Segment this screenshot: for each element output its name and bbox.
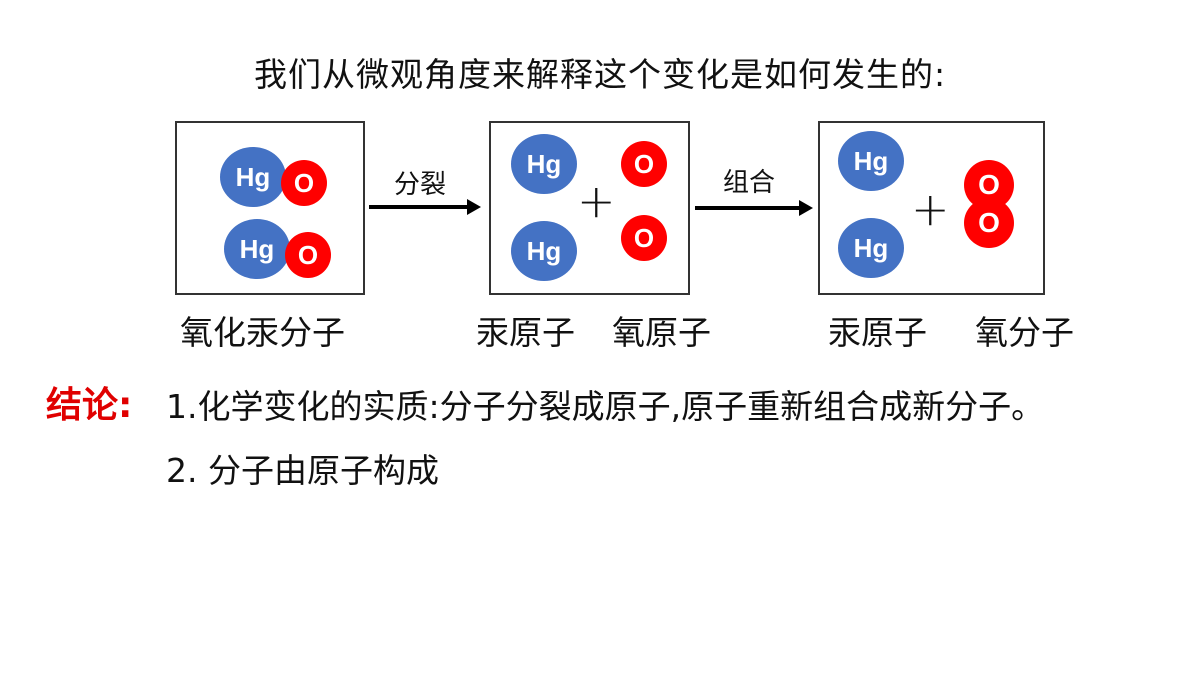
- hg-atom: Hg: [224, 219, 290, 279]
- hg-atom: Hg: [511, 221, 577, 281]
- hg-atom: Hg: [220, 147, 286, 207]
- arrow-split: [369, 199, 481, 215]
- conclusion-heading: 结论:: [46, 385, 133, 426]
- box-separated-atoms: Hg Hg + O O: [489, 121, 690, 295]
- label-mercury-atom: 汞原子: [828, 313, 927, 352]
- conclusion-point-2: 2. 分子由原子构成: [166, 451, 439, 490]
- arrow-label-combine: 组合: [723, 168, 776, 198]
- conclusion-point-1: 1.化学变化的实质:分子分裂成原子,原子重新组合成新分子。: [166, 387, 1045, 426]
- arrow-label-split: 分裂: [394, 170, 447, 200]
- plus-sign: +: [911, 182, 950, 236]
- o-atom: O: [621, 141, 667, 187]
- hg-atom: Hg: [838, 218, 904, 278]
- label-mercury-atom: 汞原子: [476, 313, 575, 352]
- o-atom: O: [964, 198, 1014, 248]
- label-mercury-oxide-molecule: 氧化汞分子: [180, 313, 345, 352]
- box-products: Hg Hg + O O: [818, 121, 1045, 295]
- hg-atom: Hg: [511, 134, 577, 194]
- o-atom: O: [281, 160, 327, 206]
- slide-title: 我们从微观角度来解释这个变化是如何发生的:: [253, 55, 947, 94]
- label-oxygen-atom: 氧原子: [612, 313, 711, 352]
- hg-atom: Hg: [838, 131, 904, 191]
- box-mercury-oxide: Hg O Hg O: [175, 121, 365, 295]
- arrow-combine: [695, 200, 813, 216]
- label-oxygen-molecule: 氧分子: [975, 313, 1074, 352]
- o-atom: O: [285, 232, 331, 278]
- o-atom: O: [621, 215, 667, 261]
- plus-sign: +: [577, 174, 616, 228]
